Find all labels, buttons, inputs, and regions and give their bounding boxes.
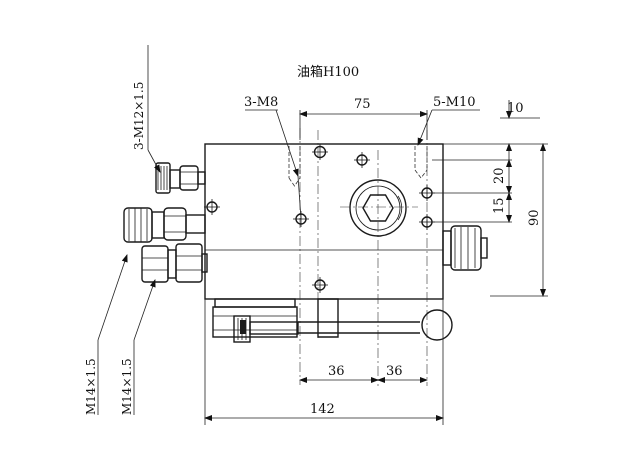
label-3-m12: 3-M12×1.5	[132, 82, 146, 150]
dim-75: 75	[299, 97, 428, 140]
label-5-m10: 5-M10	[433, 95, 476, 110]
hidden-bore-right	[414, 146, 428, 179]
fitting-m14-upper	[123, 207, 206, 243]
dim-36a-text: 36	[328, 364, 345, 379]
bottom-valve-assembly	[212, 298, 299, 343]
leader-3-m8: 3-M8	[244, 95, 302, 220]
manual-lever	[298, 298, 453, 341]
dim-20: 20	[492, 159, 512, 194]
leader-5-m10: 5-M10	[417, 95, 480, 146]
hidden-bore-left	[288, 146, 301, 187]
label-m14-a: M14×1.5	[84, 358, 98, 415]
dim-10: 10	[500, 100, 540, 160]
dim-142: 142	[204, 299, 444, 425]
dim-36-right: 36	[377, 364, 428, 383]
label-m14-b: M14×1.5	[120, 358, 134, 415]
dim-15-text: 15	[492, 197, 507, 214]
hole-m8-bottom	[312, 277, 328, 293]
cable-gland-right	[442, 225, 488, 271]
hole-m10-a	[354, 152, 370, 168]
fitting-m12-top	[155, 162, 206, 194]
leader-m14-a: M14×1.5	[84, 254, 128, 415]
dim-90: 90	[527, 143, 546, 297]
dim-15: 15	[492, 192, 512, 223]
dim-20-text: 20	[492, 167, 507, 184]
fitting-m14-lower	[141, 243, 208, 283]
dim-10-text: 10	[507, 101, 524, 116]
dim-142-text: 142	[310, 402, 335, 417]
dim-36-left: 36	[299, 364, 379, 383]
hole-left-side	[204, 199, 220, 215]
leader-m14-b: M14×1.5	[120, 279, 156, 415]
tank-title: 油箱H100	[297, 64, 359, 80]
dim-36b-text: 36	[386, 364, 403, 379]
dim-75-text: 75	[354, 97, 371, 112]
label-3-m8: 3-M8	[244, 95, 278, 110]
dim-90-text: 90	[527, 209, 542, 226]
central-port-plug	[349, 179, 407, 237]
leader-3-m12: 3-M12×1.5	[132, 45, 161, 173]
valve-block-body	[204, 143, 444, 300]
hole-m8-top	[312, 144, 328, 160]
